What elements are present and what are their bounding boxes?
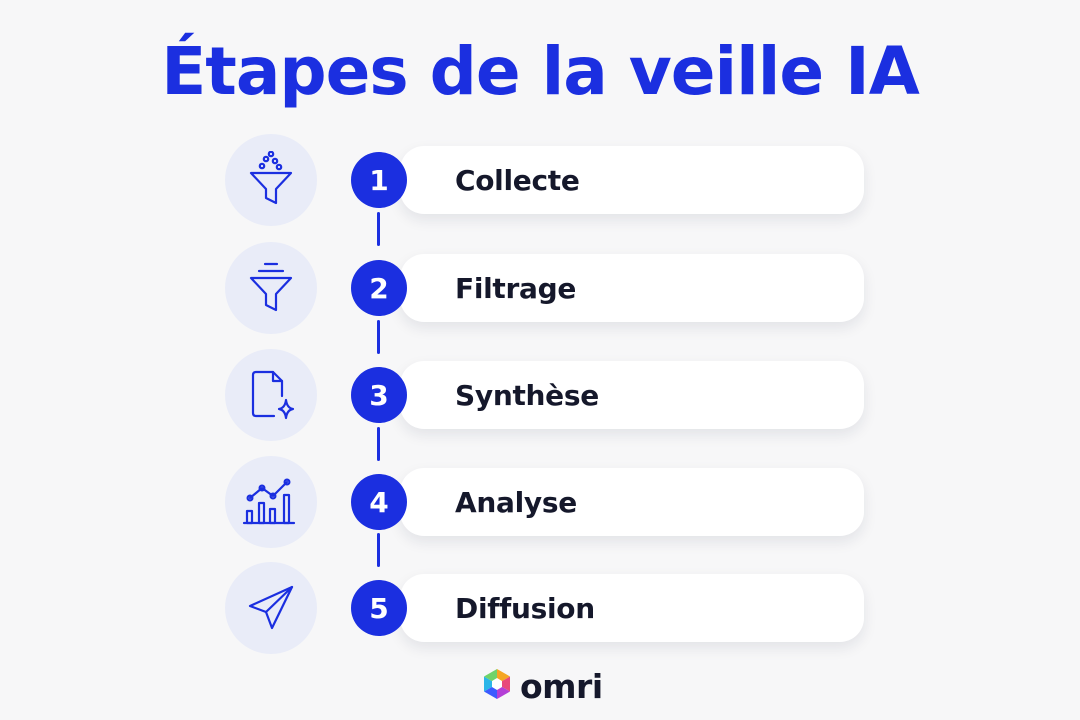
brand-name: omri xyxy=(520,666,603,706)
brand-logo: omri xyxy=(480,666,603,706)
step-card-filtrage: Filtrage xyxy=(400,254,864,322)
step-connector xyxy=(377,427,380,461)
step-connector xyxy=(377,320,380,354)
step-icon-filtrage xyxy=(225,242,317,334)
step-connector xyxy=(377,212,380,246)
step-connector xyxy=(377,533,380,567)
bar-chart-trend-icon xyxy=(242,478,296,525)
step-icon-collecte xyxy=(225,134,317,226)
step-card-collecte: Collecte xyxy=(400,146,864,214)
step-label: Collecte xyxy=(455,163,580,197)
step-icon-analyse xyxy=(225,456,317,548)
step-number-5: 5 xyxy=(351,580,407,636)
funnel-particles-icon xyxy=(249,151,293,205)
step-number-3: 3 xyxy=(351,367,407,423)
step-label: Diffusion xyxy=(455,591,595,625)
step-number-1: 1 xyxy=(351,152,407,208)
omri-logo-icon xyxy=(484,669,510,699)
step-number-4: 4 xyxy=(351,474,407,530)
step-icon-diffusion xyxy=(225,562,317,654)
step-card-diffusion: Diffusion xyxy=(400,574,864,642)
page-title: Étapes de la veille IA xyxy=(161,33,920,110)
step-number-2: 2 xyxy=(351,260,407,316)
paper-plane-icon xyxy=(248,585,294,630)
step-card-synthese: Synthèse xyxy=(400,361,864,429)
step-label: Synthèse xyxy=(455,378,599,412)
document-sparkle-icon xyxy=(251,370,295,420)
step-card-analyse: Analyse xyxy=(400,468,864,536)
step-label: Analyse xyxy=(455,485,577,519)
step-label: Filtrage xyxy=(455,271,577,305)
funnel-filter-icon xyxy=(249,262,293,312)
step-icon-synthese xyxy=(225,349,317,441)
